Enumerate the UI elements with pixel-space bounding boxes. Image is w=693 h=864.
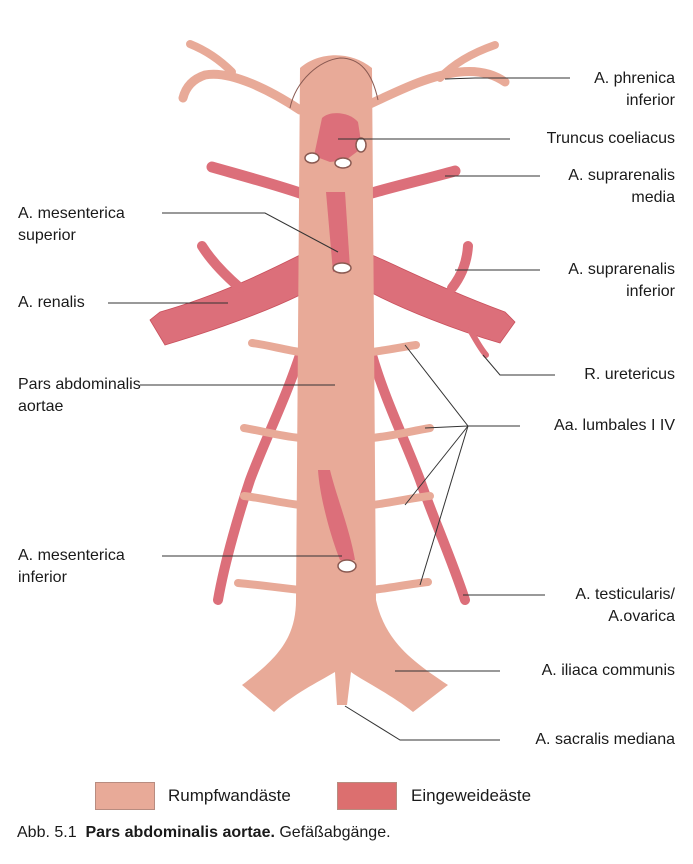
truncus-coeliacus-opening-2 <box>334 157 352 169</box>
a-suprarenalis-inferior-right <box>447 241 473 293</box>
label-renalis: A. renalis <box>18 294 85 311</box>
a-lumbalis-3-left <box>240 492 304 509</box>
label-suprarenalis-media: A. suprarenalis media <box>568 165 675 209</box>
legend-swatch-eingeweide <box>337 782 397 810</box>
aorta-top-edge <box>289 57 379 109</box>
truncus-coeliacus-opening-1 <box>304 152 320 164</box>
a-phrenica-inferior-right-branch <box>436 41 499 82</box>
r-uretericus <box>467 327 489 358</box>
label-iliaca-communis: A. iliaca communis <box>541 662 675 679</box>
a-suprarenalis-media-left <box>206 161 306 199</box>
label-uretericus: R. uretericus <box>584 366 675 383</box>
a-testicularis-right <box>367 350 470 605</box>
label-phrenica-line2: inferior <box>626 92 675 109</box>
label-suprarenalis-inferior-line2: inferior <box>626 283 675 300</box>
label-mesenterica-superior: A. mesenterica superior <box>18 203 125 247</box>
label-truncus-coeliacus: Truncus coeliacus <box>546 130 675 147</box>
a-renalis-right <box>371 254 516 344</box>
leader-phrenica <box>444 77 570 80</box>
label-suprarenalis-inferior-line1: A. suprarenalis <box>568 261 675 278</box>
caption-text: Gefäßabgänge. <box>274 824 391 841</box>
label-mesenterica-superior-line1: A. mesenterica <box>18 205 125 222</box>
a-renalis-left <box>149 254 301 346</box>
leader-lumbales-3 <box>404 425 469 506</box>
label-testicularis: A. testicularis/ A.ovarica <box>575 584 675 628</box>
a-lumbalis-2-left <box>240 424 304 442</box>
leader-lumbales-2 <box>424 425 469 429</box>
leader-lumbales-4 <box>419 425 469 586</box>
caption-title: Pars abdominalis aortae. <box>85 824 275 841</box>
a-lumbalis-1-right <box>368 341 420 356</box>
leader-uretericus <box>482 354 555 376</box>
label-phrenica-inferior: A. phrenica inferior <box>594 68 675 112</box>
label-suprarenalis-inferior: A. suprarenalis inferior <box>568 259 675 303</box>
leader-sacralis <box>344 705 500 741</box>
truncus-coeliacus-opening-3 <box>355 137 367 153</box>
label-pars-line2: aortae <box>18 398 64 415</box>
a-suprarenalis-inferior-left <box>197 241 245 293</box>
label-pars-abdominalis: Pars abdominalis aortae <box>18 374 141 418</box>
leader-lumbales <box>404 344 520 427</box>
a-mesenterica-inferior <box>318 470 355 560</box>
a-phrenica-inferior-left-branch <box>186 40 236 76</box>
caption-number: Abb. 5.1 <box>17 824 77 841</box>
label-mesenterica-inferior-line1: A. mesenterica <box>18 547 125 564</box>
vessel-illustration <box>149 40 516 712</box>
a-lumbalis-1-left <box>248 339 304 356</box>
truncus-coeliacus <box>314 113 362 162</box>
label-mesenterica-superior-line2: superior <box>18 227 76 244</box>
a-lumbalis-4-right <box>368 578 432 594</box>
legend-swatch-rumpfwand <box>95 782 155 810</box>
label-mesenterica-inferior-line2: inferior <box>18 569 67 586</box>
label-pars-line1: Pars abdominalis <box>18 376 141 393</box>
a-phrenica-inferior-right <box>363 67 510 110</box>
label-testicularis-line2: A.ovarica <box>608 608 675 625</box>
leader-mesenterica-superior <box>162 212 339 253</box>
a-lumbalis-2-right <box>368 424 434 442</box>
label-phrenica-line1: A. phrenica <box>594 70 675 87</box>
a-suprarenalis-media-right <box>366 165 461 199</box>
a-mesenterica-inferior-opening <box>337 559 357 573</box>
a-testicularis-left <box>213 350 305 605</box>
label-sacralis-mediana: A. sacralis mediana <box>535 731 675 748</box>
legend-label-rumpfwand: Rumpfwandäste <box>168 786 291 805</box>
a-lumbalis-4-left <box>234 579 304 594</box>
legend-label-eingeweide: Eingeweideäste <box>411 786 532 805</box>
label-lumbales: Aa. lumbales I IV <box>554 417 675 434</box>
a-phrenica-inferior-left <box>178 69 305 115</box>
label-suprarenalis-media-line1: A. suprarenalis <box>568 167 675 184</box>
label-suprarenalis-media-line2: media <box>631 189 675 206</box>
a-lumbalis-3-right <box>368 492 434 509</box>
leader-lines <box>108 77 570 741</box>
figure-caption: Abb. 5.1 Pars abdominalis aortae. Gefäßa… <box>17 822 391 844</box>
a-mesenterica-superior-opening <box>332 262 352 274</box>
a-mesenterica-superior <box>326 192 350 272</box>
aorta-pars-abdominalis <box>242 55 448 712</box>
label-mesenterica-inferior: A. mesenterica inferior <box>18 545 125 589</box>
label-testicularis-line1: A. testicularis/ <box>575 586 675 603</box>
